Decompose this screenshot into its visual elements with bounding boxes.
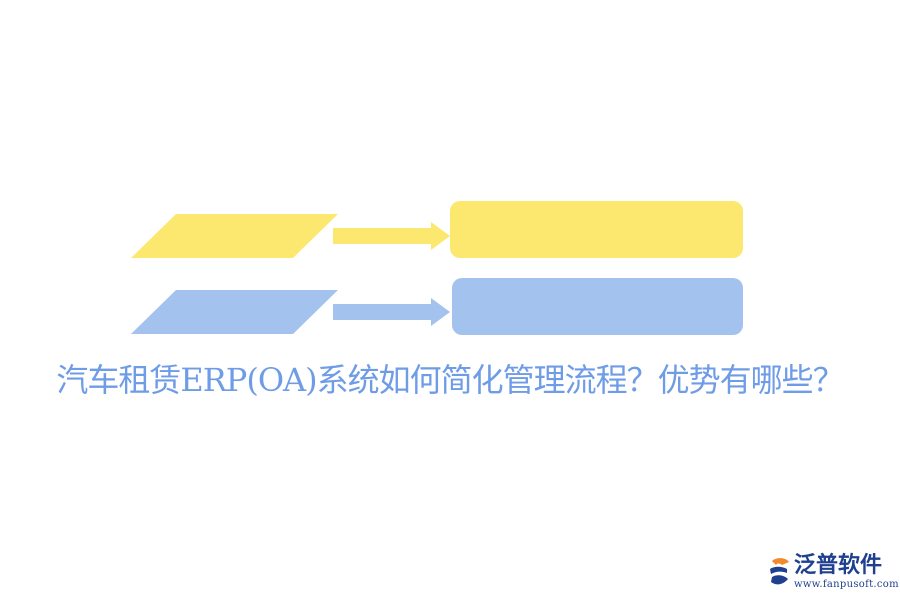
page-title: 汽车租赁ERP(OA)系统如何简化管理流程？优势有哪些？ (56, 361, 844, 399)
yellow-rounded-box (450, 201, 743, 258)
blue-parallelogram (131, 290, 338, 334)
blue-arrow-icon (333, 298, 450, 326)
fanpu-logo-icon (770, 558, 789, 585)
brand-logo[interactable]: 泛普软件 www.fanpusoft.com (768, 553, 899, 593)
blue-rounded-box (452, 278, 743, 335)
brand-url: www.fanpusoft.com (794, 579, 899, 590)
yellow-parallelogram (131, 214, 338, 258)
brand-name: 泛普软件 (794, 553, 883, 578)
yellow-arrow-icon (333, 222, 450, 250)
